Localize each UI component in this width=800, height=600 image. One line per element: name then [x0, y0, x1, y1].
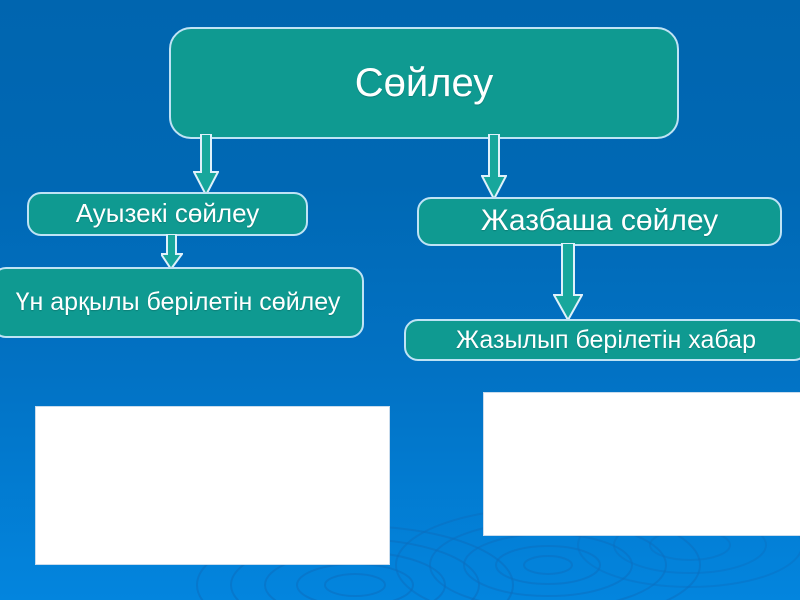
diagram-node-root: Сөйлеу	[169, 27, 679, 139]
arrow-written-to-detail	[553, 243, 583, 321]
diagram-node-written-speech-detail: Жазылып берілетін хабар	[404, 319, 800, 361]
arrow-root-to-written	[481, 134, 507, 200]
image-placeholder-left[interactable]	[35, 406, 390, 565]
diagram-node-written-speech: Жазбаша сөйлеу	[417, 197, 782, 246]
arrow-root-to-oral	[193, 134, 219, 196]
image-placeholder-right[interactable]	[483, 392, 800, 536]
diagram-node-oral-speech-detail: Үн арқылы берілетін сөйлеу	[0, 267, 364, 338]
arrow-oral-to-detail	[161, 234, 183, 270]
diagram-node-oral-speech: Ауызекі сөйлеу	[27, 192, 308, 236]
